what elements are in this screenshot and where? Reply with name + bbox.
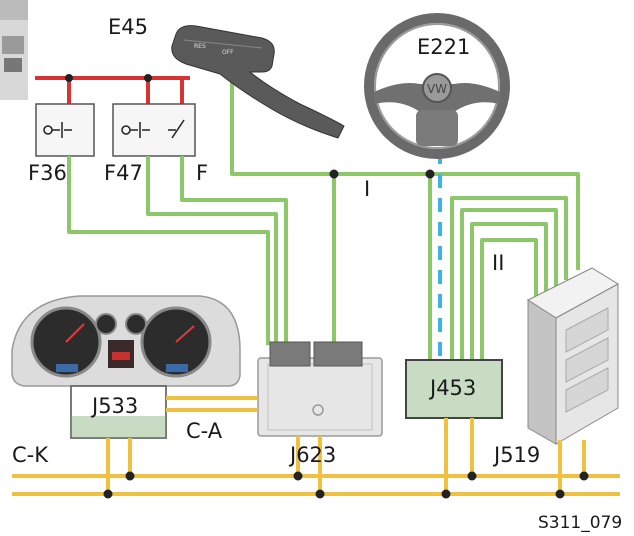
label-c-a: C-A <box>186 419 223 443</box>
junction-dot <box>330 170 339 179</box>
label-line-i: I <box>364 177 370 201</box>
switch-f36 <box>36 104 94 156</box>
svg-text:VW: VW <box>427 82 447 96</box>
label-e45: E45 <box>108 15 148 39</box>
label-e221: E221 <box>417 35 470 59</box>
instrument-cluster-icon <box>12 296 240 386</box>
junction-dot <box>426 170 435 179</box>
photo-fragment <box>0 0 28 100</box>
switch-f47 <box>113 104 195 156</box>
label-j453: J453 <box>428 376 476 400</box>
engine-control-unit <box>258 342 382 436</box>
figure-id: S311_079 <box>538 513 622 533</box>
label-f47: F47 <box>104 161 143 185</box>
label-j533: J533 <box>90 394 138 418</box>
junction-dot <box>65 74 73 82</box>
svg-text:OFF: OFF <box>222 49 234 56</box>
label-c-k: C-K <box>12 443 49 467</box>
power-wires <box>35 78 190 104</box>
control-module-icon <box>528 268 618 444</box>
junction-dot <box>144 74 152 82</box>
label-j623: J623 <box>288 443 336 467</box>
label-f36: F36 <box>28 161 67 185</box>
label-line-ii: II <box>492 251 504 275</box>
stalk-switch-icon: RES OFF <box>172 26 344 138</box>
label-j519: J519 <box>492 443 540 467</box>
label-f: F <box>196 161 208 185</box>
can-drive-lines <box>166 398 258 410</box>
svg-text:RES: RES <box>194 43 206 50</box>
